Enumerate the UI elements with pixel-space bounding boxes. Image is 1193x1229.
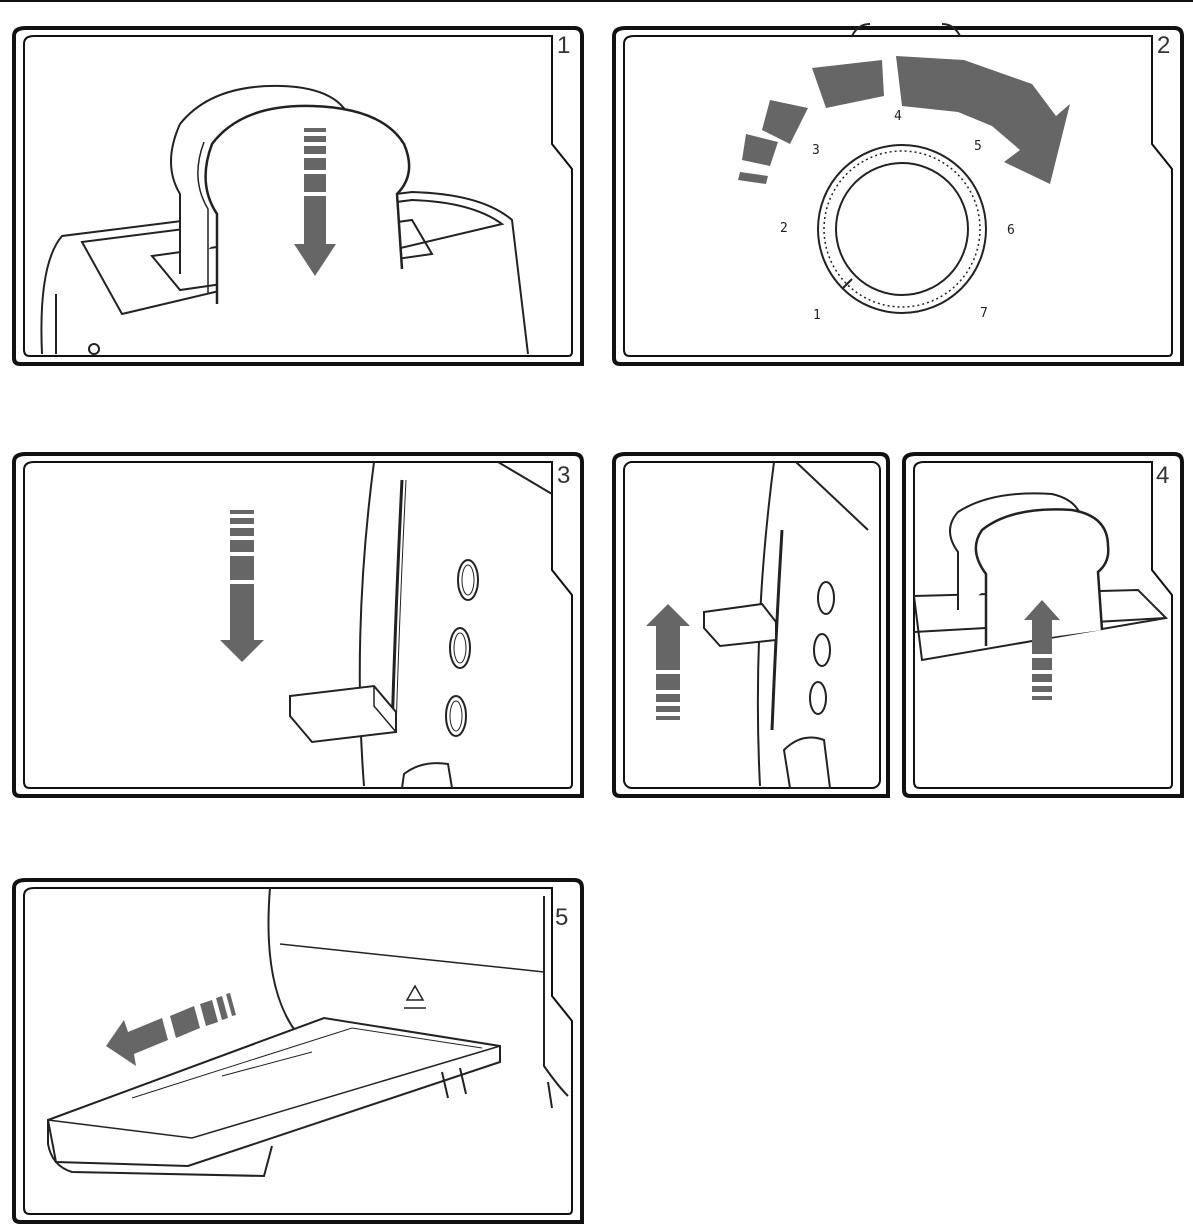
dial-label-5: 5	[974, 139, 982, 154]
panel-4-toast-pops-up: 4	[902, 450, 1184, 798]
dial-label-6: 6	[1007, 223, 1015, 238]
panel-number: 3	[557, 462, 571, 489]
panel-3-press-lever: 3	[12, 450, 584, 798]
panel-number: 1	[557, 32, 571, 59]
dial-label-7: 7	[980, 306, 988, 321]
panel-number: 5	[555, 904, 569, 931]
panel-1-illustration	[12, 26, 584, 366]
curved-arrow-icon	[738, 56, 1070, 184]
panel-4a-illustration	[612, 452, 890, 798]
panel-5-crumb-tray: 5	[12, 876, 584, 1224]
panel-number: 2	[1157, 32, 1171, 59]
panel-3-illustration	[12, 452, 584, 798]
dial-label-4: 4	[894, 109, 902, 124]
dial-label-1: 1	[813, 308, 821, 323]
panel-4b-illustration	[902, 452, 1184, 798]
dial-label-3: 3	[812, 143, 820, 158]
panel-number: 4	[1156, 462, 1170, 489]
panel-5-illustration	[12, 878, 584, 1224]
up-arrow-icon	[646, 604, 690, 720]
left-arrow-icon	[106, 993, 236, 1066]
down-arrow-icon	[294, 128, 336, 276]
eject-triangle-icon	[404, 984, 426, 1009]
panel-2-illustration: 1 2 3 4 5 6 7	[612, 23, 1184, 366]
panel-4-lever-up	[612, 450, 890, 798]
down-arrow-icon	[220, 510, 264, 662]
up-arrow-icon	[1024, 600, 1060, 700]
panel-1-insert-bread: 1	[12, 24, 584, 366]
dial-label-2: 2	[780, 221, 788, 236]
top-rule	[0, 0, 1193, 2]
panel-2-browning-dial: 1 2 3 4 5 6 7 2	[612, 23, 1184, 366]
